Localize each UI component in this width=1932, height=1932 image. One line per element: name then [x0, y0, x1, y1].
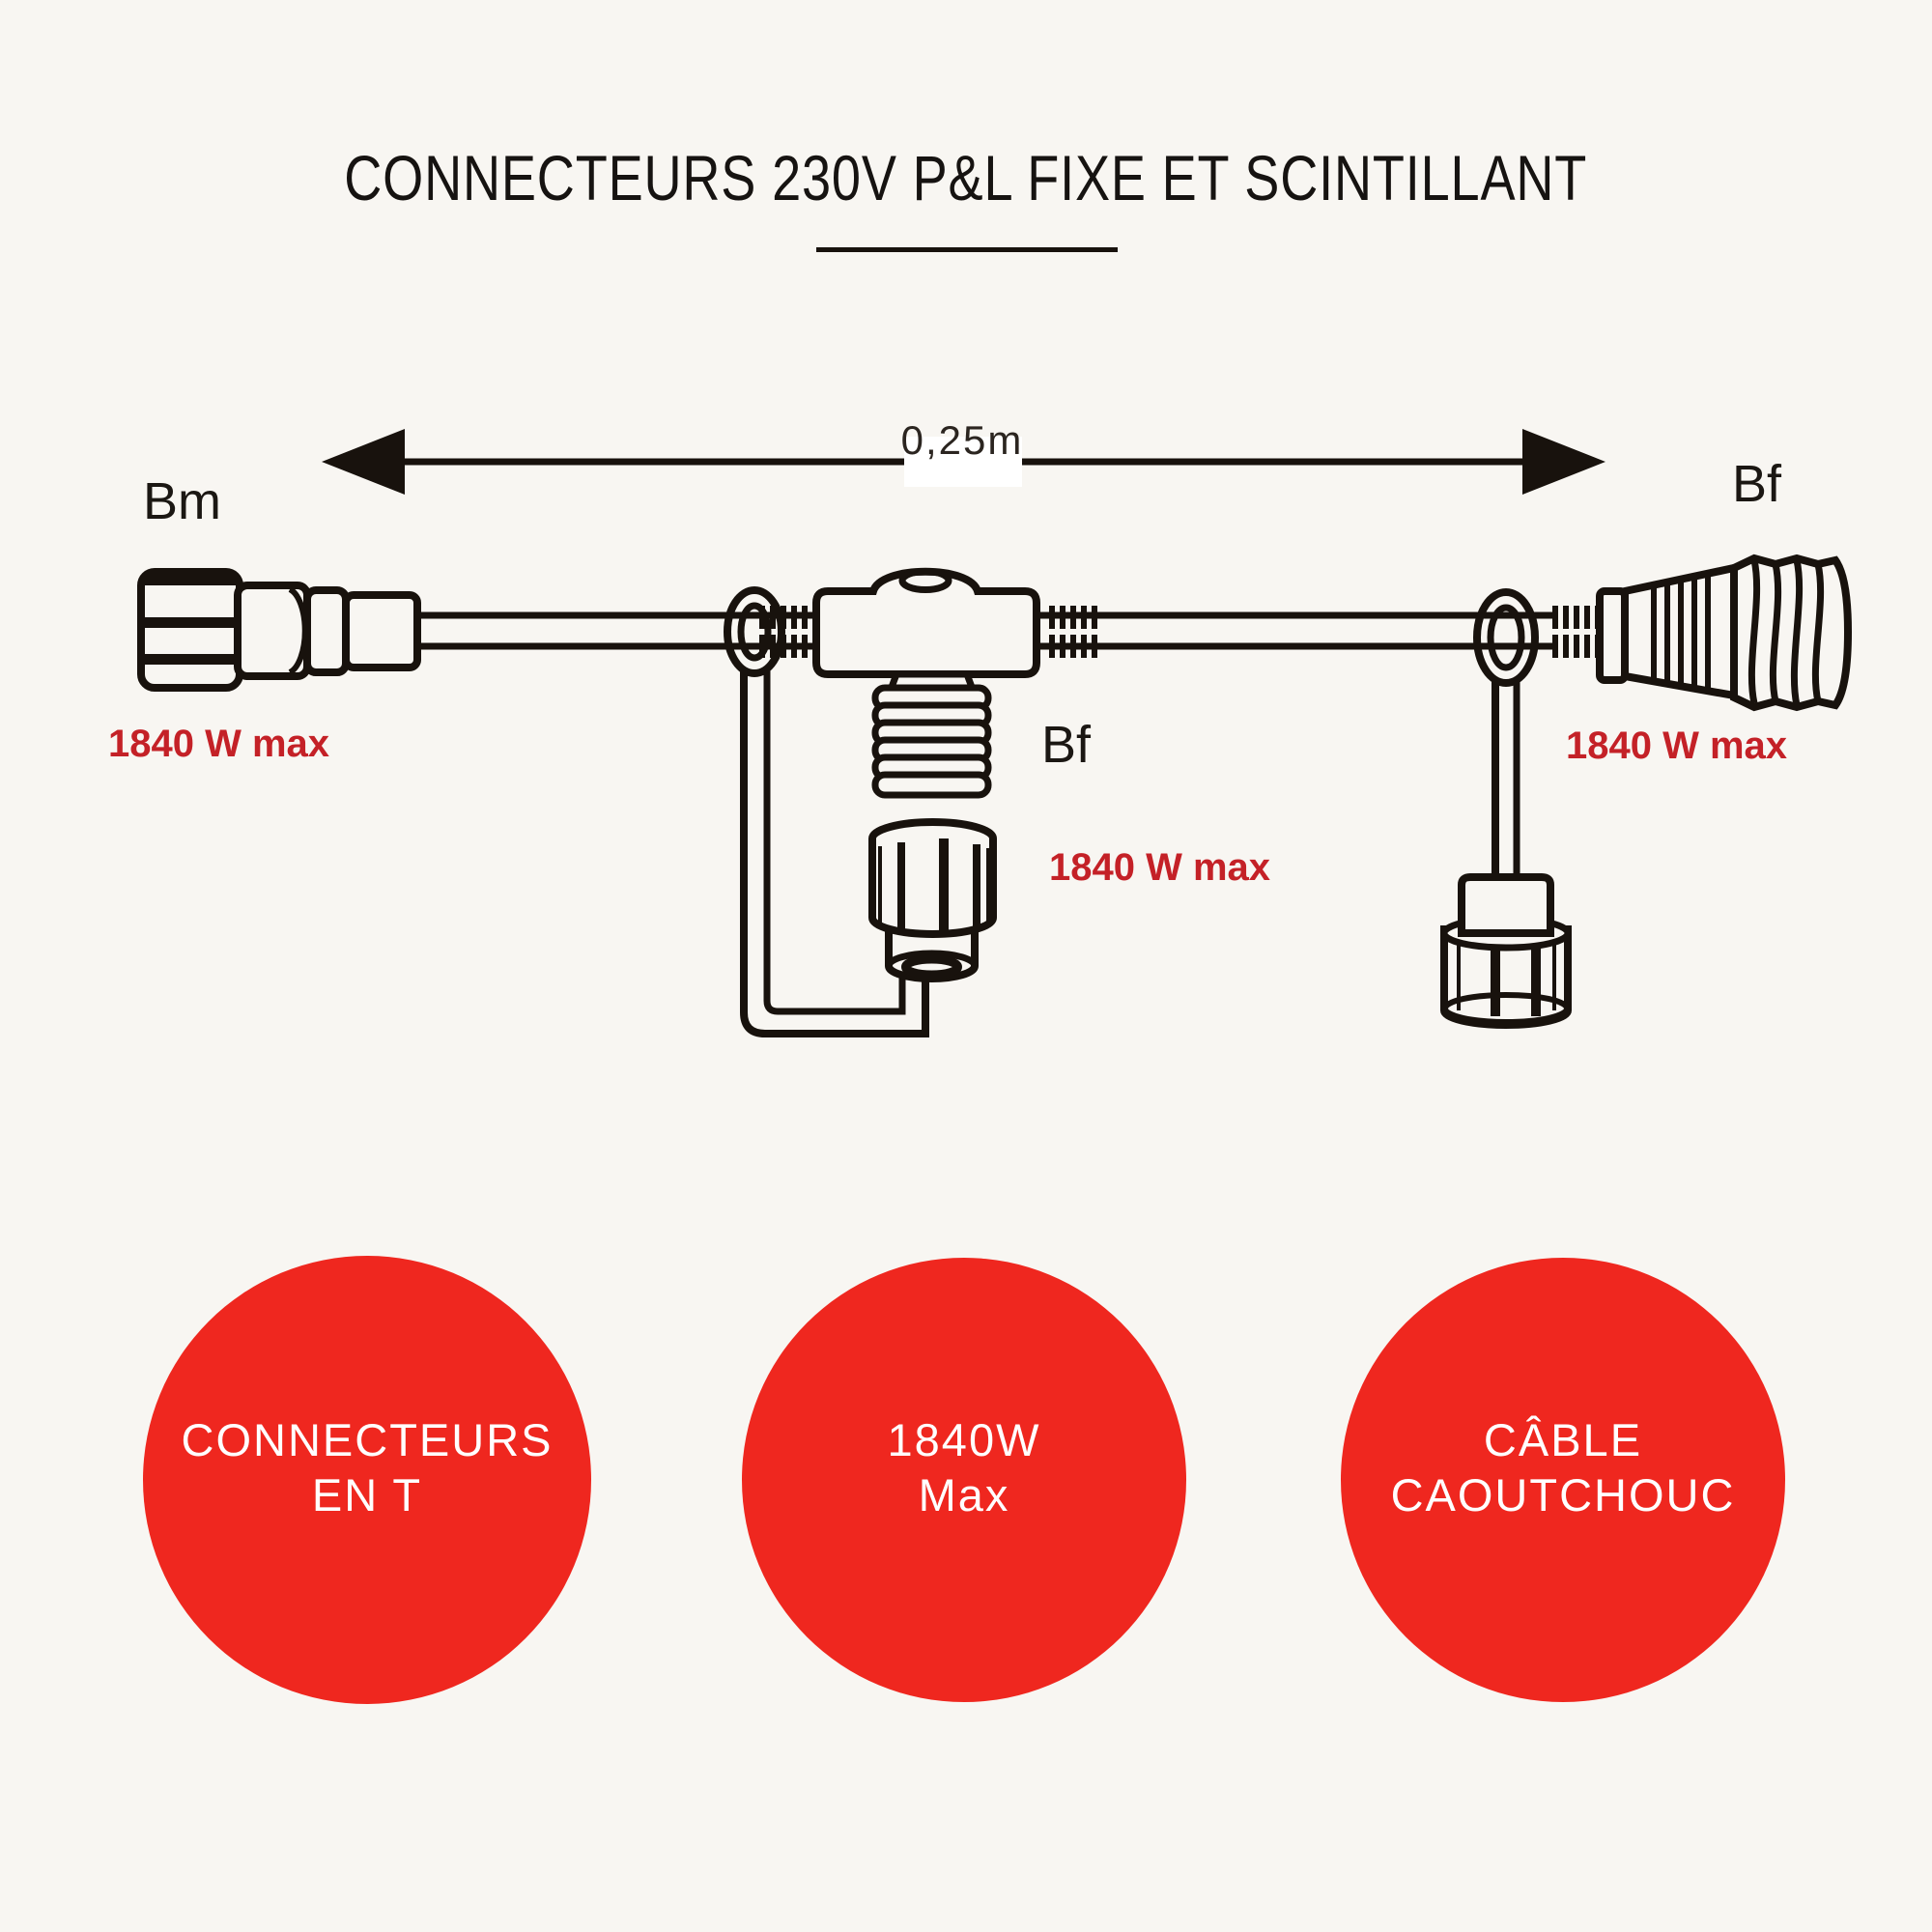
tee-power-label: 1840 W max [1049, 846, 1271, 889]
dimension-arrow [322, 429, 1605, 495]
dimension-label: 0,25m [900, 417, 1024, 463]
cap-knurl-stripes [878, 838, 990, 932]
badge-cable-caoutchouc: CÂBLE CAOUTCHOUC [1341, 1258, 1785, 1702]
right-connector-drawing [1440, 554, 1853, 1029]
badge-line: CAOUTCHOUC [1390, 1469, 1736, 1520]
title-underline [816, 247, 1118, 252]
left-connector-drawing [137, 568, 421, 692]
right-connector-label: Bf [1732, 455, 1782, 513]
left-power-label: 1840 W max [108, 723, 330, 765]
cap-knurl-stripes [1457, 939, 1556, 1016]
cable-ring [724, 586, 785, 677]
page-title-text: CONNECTEURS 230V P&L FIXE ET SCINTILLANT [344, 142, 1588, 213]
tee-connector-label: Bf [1041, 716, 1092, 774]
left-connector-label: Bm [143, 472, 221, 530]
right-grip-knurl [1049, 606, 1097, 658]
dimension-label-backdrop [904, 437, 1022, 487]
badge-line: 1840W [887, 1414, 1041, 1465]
badge-line: CONNECTEURS [181, 1414, 554, 1465]
arrowhead-right [1522, 429, 1605, 495]
t-connector-drawing [724, 567, 1097, 1037]
t-lug-hole [898, 568, 952, 593]
badge-line: EN T [311, 1469, 423, 1520]
right-power-label: 1840 W max [1566, 724, 1788, 767]
badge-connecteurs-en-t: CONNECTEURS EN T [143, 1256, 591, 1704]
thread-grooves [1747, 559, 1825, 706]
grip-knurl [1552, 606, 1601, 658]
badge-1840w-max: 1840W Max [742, 1258, 1186, 1702]
badge-line: CÂBLE [1483, 1414, 1643, 1465]
left-grip-knurl [759, 606, 808, 658]
t-thread [871, 684, 992, 799]
badge-line: Max [918, 1469, 1010, 1520]
body-ridges [1651, 576, 1711, 690]
page-title: CONNECTEURS 230V P&L FIXE ET SCINTILLANT [0, 141, 1932, 214]
arrowhead-left [322, 429, 405, 495]
